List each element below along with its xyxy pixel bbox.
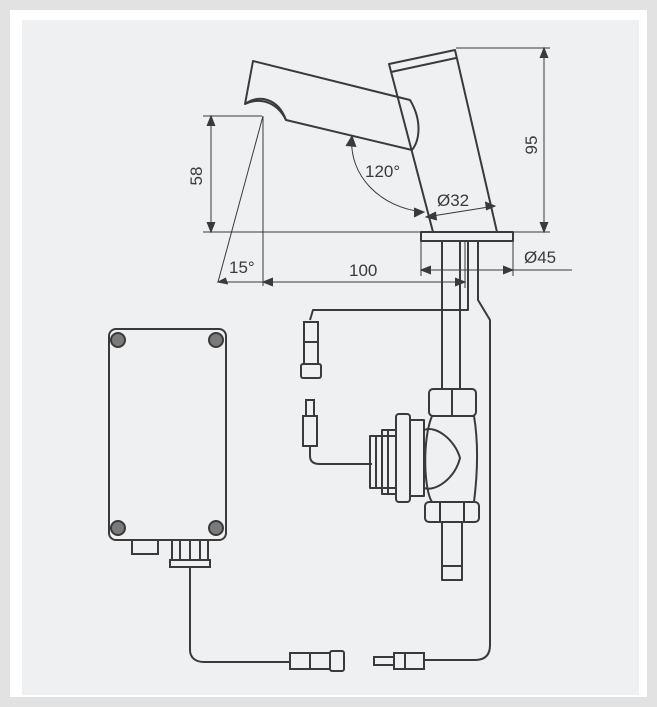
dim-d32-label: Ø32	[437, 191, 469, 210]
valve-coil-ring	[409, 419, 425, 497]
dim-95-label: 95	[522, 136, 541, 155]
control-box-screw-tr	[208, 332, 224, 348]
power-connector	[373, 652, 425, 670]
control-box-connector-cap	[329, 650, 345, 672]
control-box-left-port	[131, 539, 159, 555]
dim-120-arc	[351, 135, 425, 213]
control-box-cable	[189, 567, 290, 663]
dim-d45-arrow-left	[419, 265, 432, 275]
dim-120-label: 120°	[365, 162, 400, 181]
faucet-body-top-edge	[390, 57, 457, 73]
dimension-lines	[203, 46, 572, 288]
dim-120-arrow-bottom	[413, 207, 426, 218]
dim-120-arrow-top	[345, 134, 357, 148]
dim-d32-line	[425, 205, 496, 218]
control-box-body	[108, 328, 227, 541]
solenoid-valve	[369, 388, 480, 581]
dim-d32-arrow-right	[484, 201, 497, 211]
sensor-connector-plug	[300, 363, 322, 379]
control-box-screw-tl	[110, 332, 126, 348]
faucet-power-cable	[425, 241, 491, 661]
dim-58-arrow-top	[206, 114, 216, 127]
control-box	[108, 328, 345, 672]
dim-d45-label: Ø45	[524, 248, 556, 267]
valve-inlet-tube	[441, 522, 463, 581]
dim-100-arrow-right	[454, 277, 467, 287]
dim-95-arrow-top	[539, 46, 549, 59]
dim-58-label: 58	[187, 167, 206, 186]
dim-58-arrow-bottom	[206, 221, 216, 234]
power-connector-body	[393, 652, 425, 670]
dim-95-arrow-bottom	[539, 221, 549, 234]
sensor-connector	[300, 321, 322, 379]
drawing-canvas	[22, 20, 639, 695]
dim-15-label: 15°	[229, 258, 255, 277]
control-box-screw-bl	[110, 520, 126, 536]
dim-d32-arrow-left	[424, 211, 438, 221]
faucet-sensor-cable	[309, 241, 469, 321]
dim-100-arrow-left	[261, 277, 274, 287]
valve-lower-nut	[424, 501, 480, 523]
control-box-screw-br	[208, 520, 224, 536]
faucet-spout-arm	[244, 60, 420, 151]
dim-d45-arrow-right	[502, 265, 515, 275]
valve-connector	[302, 399, 372, 465]
inner-panel: 58 95 120° Ø32 Ø45 100 15°	[10, 10, 647, 697]
faucet	[244, 49, 514, 661]
dim-100-label: 100	[349, 261, 377, 280]
valve-connector-cable	[309, 446, 372, 465]
faucet-technical-drawing: 58 95 120° Ø32 Ø45 100 15°	[22, 20, 639, 695]
valve-body-bulge	[423, 428, 461, 490]
sensor-angle-line	[217, 115, 264, 283]
faucet-spout-outlet	[244, 97, 287, 121]
